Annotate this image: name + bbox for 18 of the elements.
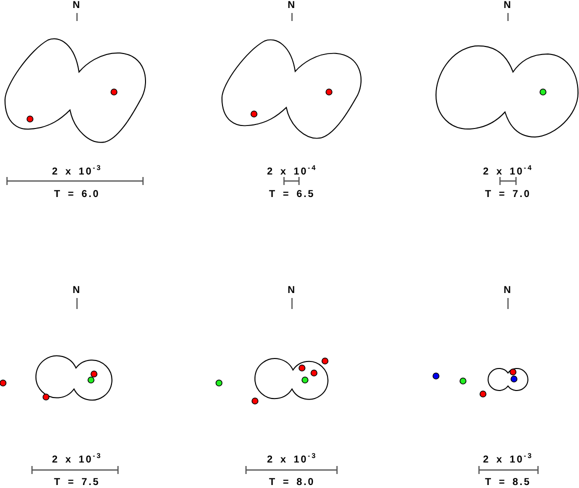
scale-value: 2 x 10$^{-3}$ bbox=[52, 452, 102, 466]
time-label: T = 7.0 bbox=[485, 189, 531, 201]
north-label: N bbox=[504, 285, 512, 297]
north-label: N bbox=[504, 0, 512, 12]
time-label: T = 6.0 bbox=[54, 189, 100, 201]
north-label: N bbox=[288, 0, 296, 12]
time-label: T = 8.0 bbox=[269, 477, 315, 488]
scale-value: 2 x 10$^{-4}$ bbox=[482, 164, 534, 178]
scale-value: 2 x 10$^{-3}$ bbox=[266, 452, 318, 466]
north-label: N bbox=[72, 285, 82, 297]
scale-value: 2 x 10$^{-3}$ bbox=[482, 452, 534, 466]
time-label: T = 6.5 bbox=[269, 189, 315, 201]
time-label: T = 8.5 bbox=[485, 477, 531, 488]
scale-value: 2 x 10$^{-3}$ bbox=[52, 164, 102, 178]
north-label: N bbox=[288, 285, 296, 297]
time-label: T = 7.5 bbox=[54, 477, 100, 488]
north-label: N bbox=[72, 0, 82, 12]
scale-value: 2 x 10$^{-4}$ bbox=[266, 164, 318, 178]
